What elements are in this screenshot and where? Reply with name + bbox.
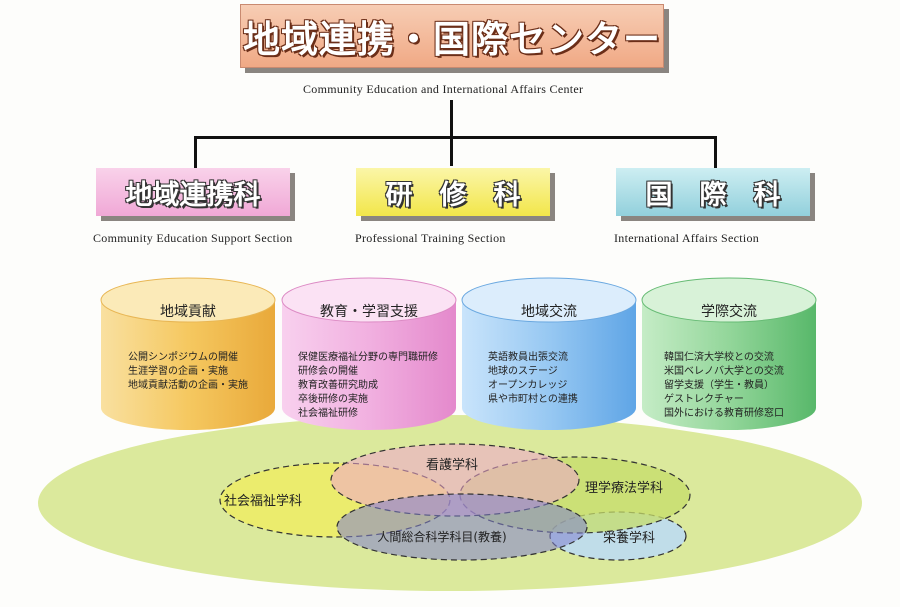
activity-item: 社会福祉研修: [298, 406, 358, 419]
connector-right: [714, 136, 717, 168]
connector-trunk: [450, 100, 453, 166]
activity-item: ゲストレクチャー: [664, 393, 744, 405]
activity-item: 保健医療福祉分野の専門職研修: [298, 350, 438, 363]
activity-title: 地域交流: [521, 303, 577, 320]
dept-physical-therapy-label: 理学療法学科: [585, 480, 663, 496]
activity-title: 教育・学習支援: [320, 304, 418, 320]
center-subtitle: Community Education and International Af…: [303, 82, 584, 96]
activity-item: 地球のステージ: [488, 364, 558, 377]
activity-title: 地域貢献: [160, 304, 216, 320]
dept-nutrition-label: 栄養学科: [603, 530, 655, 546]
section-community-box: 地域連携科: [96, 168, 290, 216]
activity-item: 英語教員出張交流: [488, 350, 568, 363]
activity-item: 韓国仁済大学校との交流: [664, 350, 774, 363]
section-international-box: 国 際 科: [616, 168, 810, 216]
section-community-label: 地域連携科: [125, 179, 261, 211]
dept-general-education-label: 人間総合科学科目(教養): [377, 529, 506, 544]
dept-social-welfare-label: 社会福祉学科: [224, 493, 302, 509]
activity-item: オープンカレッジ: [488, 379, 567, 391]
activity-item: 卒後研修の実施: [298, 392, 368, 405]
activity-item: 生涯学習の企画・実施: [128, 364, 228, 377]
activity-item: 研修会の開催: [298, 364, 358, 377]
activity-item: 公開シンポジウムの開催: [128, 350, 238, 363]
activity-item: 県や市町村との連携: [488, 392, 578, 405]
activity-item: 地域貢献活動の企画・実施: [128, 378, 248, 391]
activity-item: 教育改善研究助成: [298, 378, 378, 391]
section-international-english: International Affairs Section: [614, 231, 760, 245]
connector-left: [194, 136, 197, 168]
activity-item: 国外における教育研修窓口: [664, 406, 784, 419]
section-training-label: 研 修 科: [385, 179, 521, 211]
section-community-english: Community Education Support Section: [93, 231, 293, 245]
section-international-label: 国 際 科: [645, 179, 781, 211]
cylinder-regional-exchange: 地域交流 英語教員出張交流 地球のステージ オープンカレッジ 県や市町村との連携: [461, 277, 637, 430]
activity-item: 米国ベレノバ大学との交流: [664, 364, 784, 377]
cylinder-academic-exchange: 学際交流 韓国仁済大学校との交流 米国ベレノバ大学との交流 留学支援（学生・教員…: [641, 277, 817, 430]
connector-bar: [194, 136, 717, 139]
center-title: 地域連携・国際センター: [243, 18, 661, 61]
section-training-english: Professional Training Section: [355, 231, 506, 245]
cylinder-community-contribution: 地域貢献 公開シンポジウムの開催 生涯学習の企画・実施 地域貢献活動の企画・実施: [100, 277, 276, 430]
cylinder-education-support: 教育・学習支援 保健医療福祉分野の専門職研修 研修会の開催 教育改善研究助成 卒…: [281, 277, 457, 430]
activity-title: 学際交流: [701, 303, 757, 320]
dept-nursing-label: 看護学科: [426, 457, 478, 473]
activity-item: 留学支援（学生・教員）: [664, 378, 774, 391]
center-title-box: 地域連携・国際センター: [240, 4, 664, 68]
section-training-box: 研 修 科: [356, 168, 550, 216]
dept-general-education-ellipse: [336, 493, 588, 561]
